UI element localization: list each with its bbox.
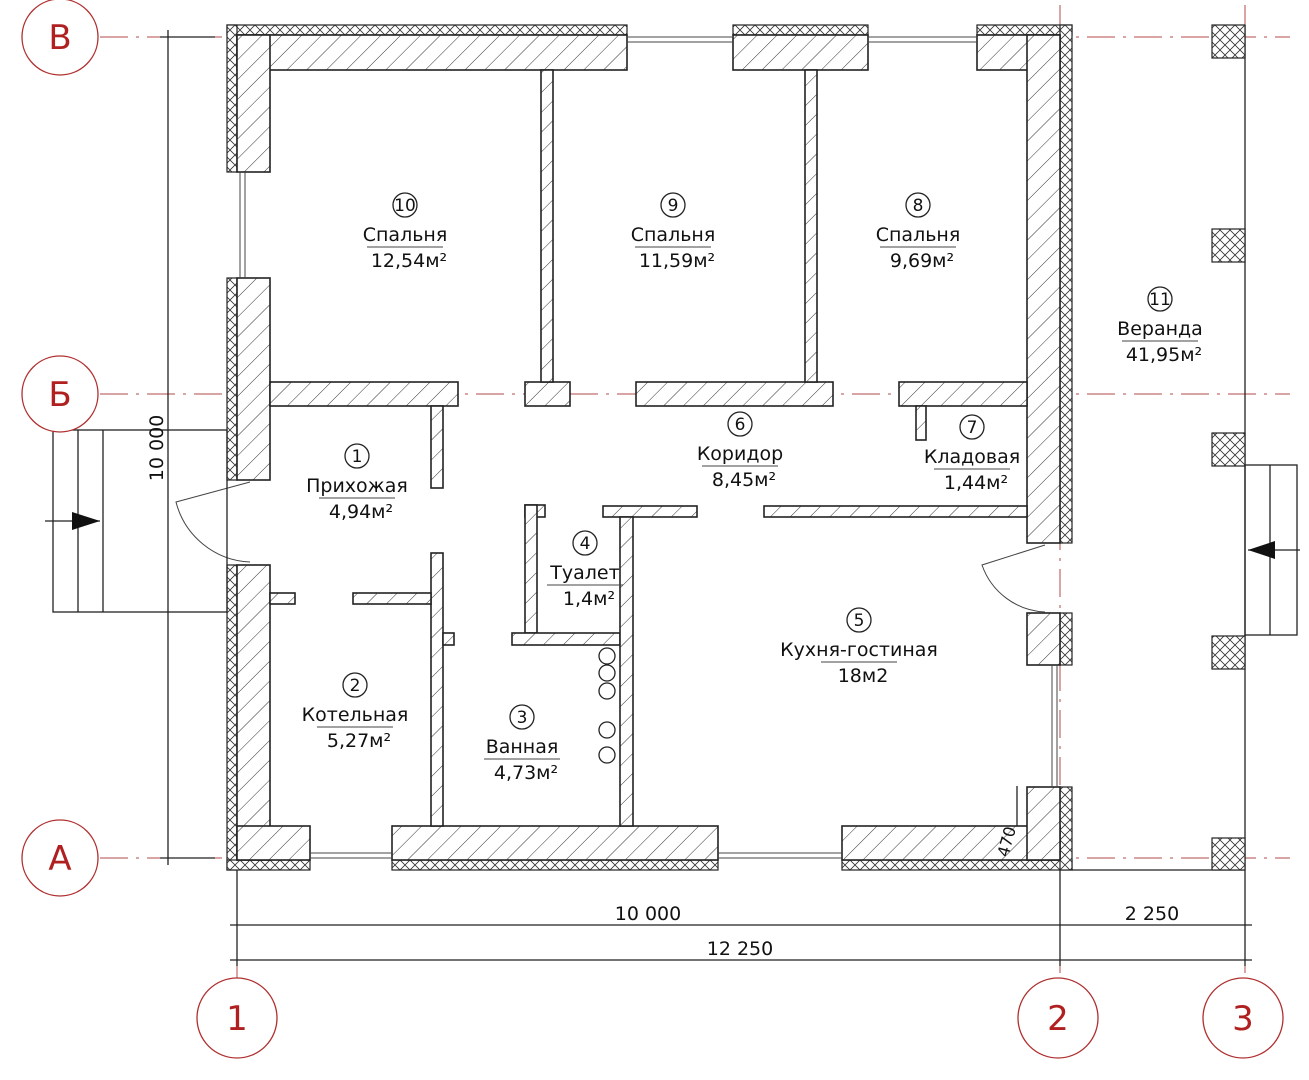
- dimension-total-width: 12 250: [707, 938, 773, 960]
- room-number-circle: [572, 530, 598, 556]
- room-area: 18м2: [838, 665, 889, 687]
- room-area: 1,44м²: [944, 472, 1008, 494]
- plumbing-risers: [598, 647, 616, 764]
- room-name: Спальня: [876, 224, 961, 246]
- room-number-circle: [1147, 286, 1173, 312]
- dimension-height: 10 000: [146, 415, 168, 481]
- room-area: 4,73м²: [494, 762, 558, 784]
- room-area: 5,27м²: [327, 730, 391, 752]
- windows: [239, 36, 1058, 859]
- room-number: 11: [1149, 290, 1171, 310]
- room-name: Кладовая: [924, 446, 1020, 468]
- room-number-circle: [509, 704, 535, 730]
- svg-text:Б: Б: [48, 375, 71, 415]
- axis-marker-v: В: [21, 0, 99, 76]
- room-name: Котельная: [302, 704, 409, 726]
- room-number: 3: [517, 708, 528, 728]
- room-area: 11,59м²: [639, 250, 715, 272]
- room-number: 7: [967, 418, 978, 438]
- room-number: 4: [580, 534, 591, 554]
- room-name: Спальня: [363, 224, 448, 246]
- dimension-veranda-width: 2 250: [1125, 903, 1179, 925]
- room-number-circle: [392, 192, 418, 218]
- room-number: 2: [350, 676, 361, 696]
- svg-text:А: А: [48, 839, 71, 879]
- svg-text:В: В: [48, 18, 71, 58]
- room-area: 4,94м²: [329, 501, 393, 523]
- room-name: Ванная: [486, 736, 559, 758]
- room-number-circle: [344, 443, 370, 469]
- dimension-inner-width: 10 000: [615, 903, 681, 925]
- room-number: 8: [913, 196, 924, 216]
- room-name: Спальня: [631, 224, 716, 246]
- veranda: [1072, 24, 1246, 871]
- axis-marker-3: 3: [1202, 977, 1284, 1059]
- axis-marker-a: А: [21, 819, 99, 897]
- arrow-icon: [1248, 541, 1275, 559]
- room-number: 1: [352, 447, 363, 467]
- room-area: 1,4м²: [563, 588, 615, 610]
- axis-marker-2: 2: [1017, 977, 1099, 1059]
- walls: [236, 34, 1061, 861]
- room-name: Прихожая: [306, 475, 408, 497]
- dimension-lines: [160, 30, 1252, 966]
- entrance-door-right: [981, 544, 1046, 613]
- svg-text:1: 1: [226, 999, 248, 1039]
- room-number-circle: [905, 192, 931, 218]
- room-number-circle: [342, 672, 368, 698]
- room-name: Веранда: [1117, 318, 1203, 340]
- room-name: Кухня-гостиная: [780, 639, 938, 661]
- entrance-steps-left: [45, 429, 228, 613]
- svg-text:2: 2: [1047, 999, 1069, 1039]
- room-number: 5: [854, 611, 865, 631]
- entrance-steps-right: [1244, 464, 1300, 636]
- arrow-icon: [72, 512, 100, 530]
- room-area: 9,69м²: [890, 250, 954, 272]
- entrance-door-left: [175, 481, 251, 563]
- room-number-circle: [727, 411, 753, 437]
- room-area: 12,54м²: [371, 250, 447, 272]
- room-name: Коридор: [697, 443, 783, 465]
- room-area: 41,95м²: [1126, 344, 1202, 366]
- room-number: 6: [735, 415, 746, 435]
- axis-marker-1: 1: [196, 977, 278, 1059]
- room-name: Туалет: [549, 562, 619, 584]
- room-number: 9: [668, 196, 679, 216]
- room-number-circle: [846, 607, 872, 633]
- svg-text:3: 3: [1232, 999, 1254, 1039]
- room-number-circle: [959, 414, 985, 440]
- room-area: 8,45м²: [712, 469, 776, 491]
- axis-marker-b: Б: [21, 355, 99, 433]
- room-number-circle: [660, 192, 686, 218]
- room-number: 10: [394, 196, 416, 216]
